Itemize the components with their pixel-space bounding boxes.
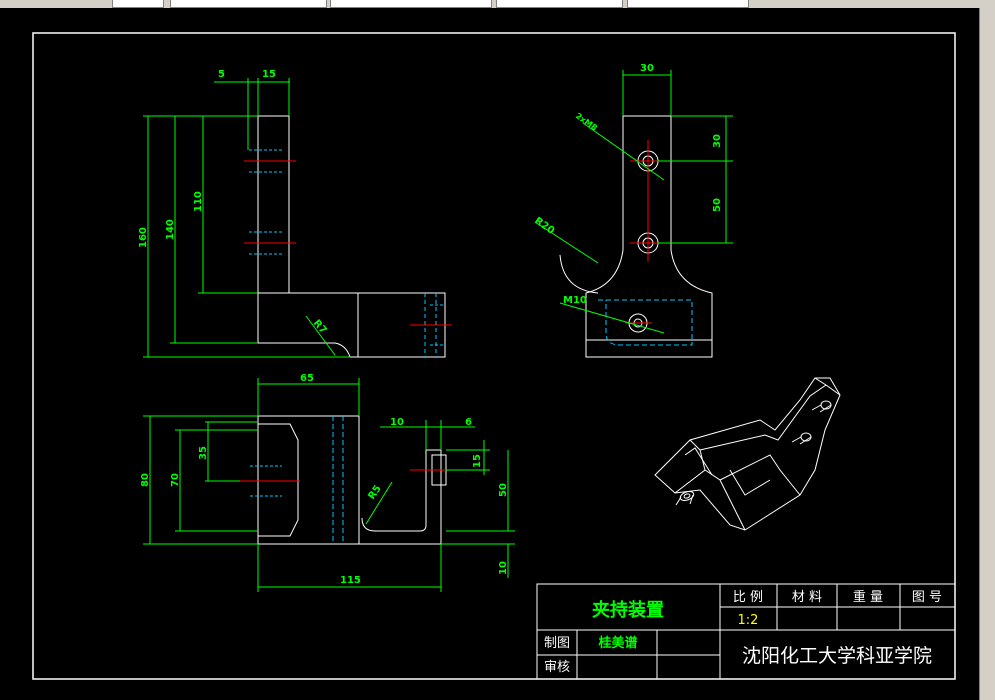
dim-front-top-5: 5 [218,69,225,80]
dim-top-6: 6 [465,417,472,428]
title-block [536,583,956,680]
label-weight: 重 量 [853,589,883,605]
dim-top-35: 35 [198,446,209,460]
dim-top-80: 80 [140,473,151,487]
dim-top-70: 70 [170,473,181,487]
label-drawn-by: 制图 [544,636,570,651]
top-view [143,378,515,592]
vertical-scrollbar[interactable] [979,8,995,700]
dim-top-10-bottom: 10 [498,561,509,575]
side-view [534,70,733,358]
toolbar-field-2[interactable] [170,0,327,8]
dim-front-top-15: 15 [262,69,276,80]
dim-top-15: 15 [472,454,483,468]
title-part-name: 夹持装置 [592,599,664,621]
toolbar-field-1[interactable] [112,0,164,8]
label-material: 材 料 [792,590,822,605]
front-view [143,78,452,358]
toolbar-field-5[interactable] [627,0,749,8]
institution-name: 沈阳化工大学科亚学院 [742,645,932,667]
dim-side-30-top: 30 [640,63,654,74]
label-checked-by: 审核 [544,660,570,675]
dim-side-30-right: 30 [712,134,723,148]
dim-top-50: 50 [498,483,509,497]
dim-top-10: 10 [390,417,404,428]
dim-front-160: 160 [138,227,149,248]
dim-side-50-right: 50 [712,198,723,212]
dim-front-110: 110 [193,191,204,212]
label-scale: 比 例 [733,590,763,605]
isometric-view [654,377,841,531]
dim-side-holes: 2xM8 [574,111,599,133]
dim-front-140: 140 [165,219,176,240]
dim-front-r7: R7 [311,318,329,336]
label-drawing-no: 图 号 [912,590,942,605]
sheet-border [32,32,956,680]
value-scale: 1:2 [738,613,759,628]
toolbar-field-4[interactable] [496,0,623,8]
toolbar-field-3[interactable] [330,0,492,8]
drawing-canvas: 5 15 160 140 110 R7 30 2xM8 R20 30 50 M1… [32,32,956,680]
value-drawn-by: 桂美谱 [597,635,637,651]
dim-top-115: 115 [340,575,361,586]
dim-top-65: 65 [300,373,314,384]
toolbar [0,0,995,8]
dim-side-m10: M10 [563,295,587,306]
